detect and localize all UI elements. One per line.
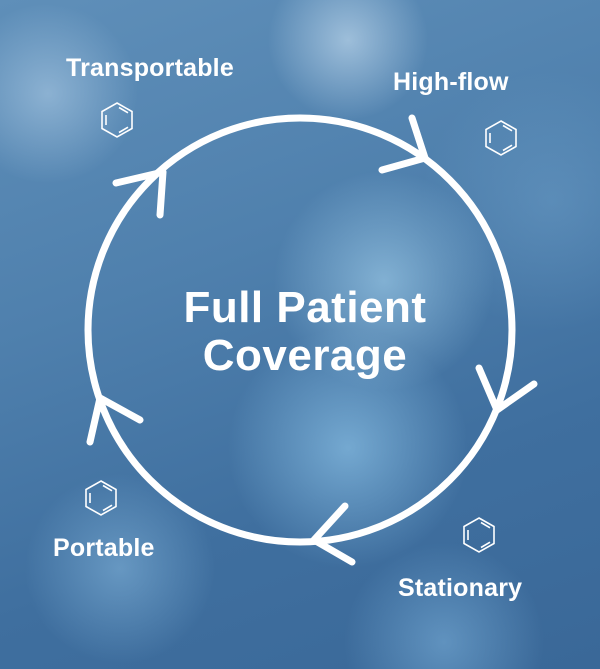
hexagon-icon bbox=[85, 480, 117, 516]
arrow-right bbox=[475, 364, 538, 414]
label-transportable: Transportable bbox=[66, 54, 234, 82]
label-stationary: Stationary bbox=[398, 574, 523, 602]
arrow-left bbox=[86, 394, 144, 446]
label-high-flow: High-flow bbox=[393, 68, 509, 96]
label-portable: Portable bbox=[53, 534, 155, 562]
center-title-line1: Full Patient bbox=[183, 283, 427, 332]
hexagon-icon bbox=[485, 120, 517, 156]
hexagon-icon bbox=[463, 517, 495, 553]
arrow-bottom bbox=[310, 502, 356, 566]
center-title: Full Patient Coverage bbox=[100, 284, 510, 380]
center-title-line2: Coverage bbox=[202, 331, 408, 380]
arrow-top-right bbox=[378, 114, 429, 174]
arrow-top-left bbox=[112, 168, 167, 219]
hexagon-icon bbox=[101, 102, 133, 138]
cycle-ring bbox=[84, 114, 516, 546]
